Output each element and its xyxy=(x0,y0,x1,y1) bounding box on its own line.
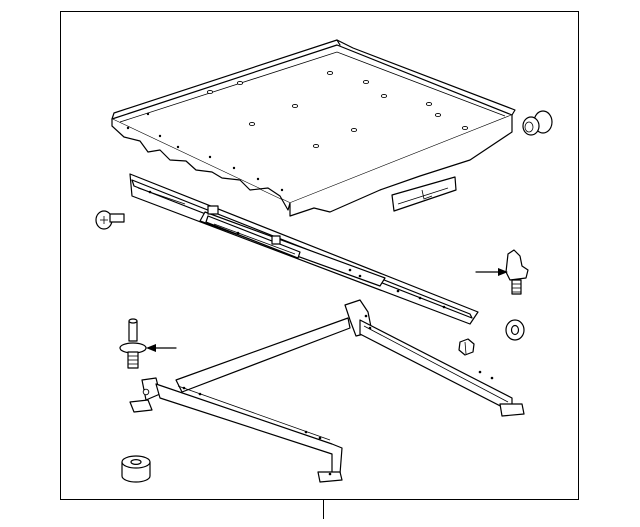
bumper-top-right xyxy=(522,110,553,136)
callout-arrow-right xyxy=(475,268,508,276)
storage-tray xyxy=(111,39,516,217)
callout-leader-line xyxy=(323,500,324,519)
mounting-bracket xyxy=(129,299,525,483)
rail-holes xyxy=(148,190,446,309)
tray-right-wall xyxy=(289,115,513,217)
screw-shank xyxy=(109,213,125,223)
slide-rail xyxy=(129,173,479,325)
tray-inner-lip xyxy=(119,51,506,123)
bracket-holes xyxy=(142,314,494,476)
callout-arrow-left xyxy=(146,344,177,352)
bumper-bottom-left xyxy=(121,455,151,483)
label-plate xyxy=(391,176,457,212)
tray-back-lip xyxy=(111,39,341,120)
tray-holes xyxy=(206,70,469,149)
nut xyxy=(458,338,475,356)
washer xyxy=(505,319,525,341)
tray-front-wall xyxy=(111,119,291,211)
screw-left xyxy=(95,210,125,230)
stud-left xyxy=(119,318,147,369)
tray-right-lip xyxy=(336,39,516,116)
tray-wall-dots xyxy=(126,112,284,192)
stud-right xyxy=(505,249,529,295)
